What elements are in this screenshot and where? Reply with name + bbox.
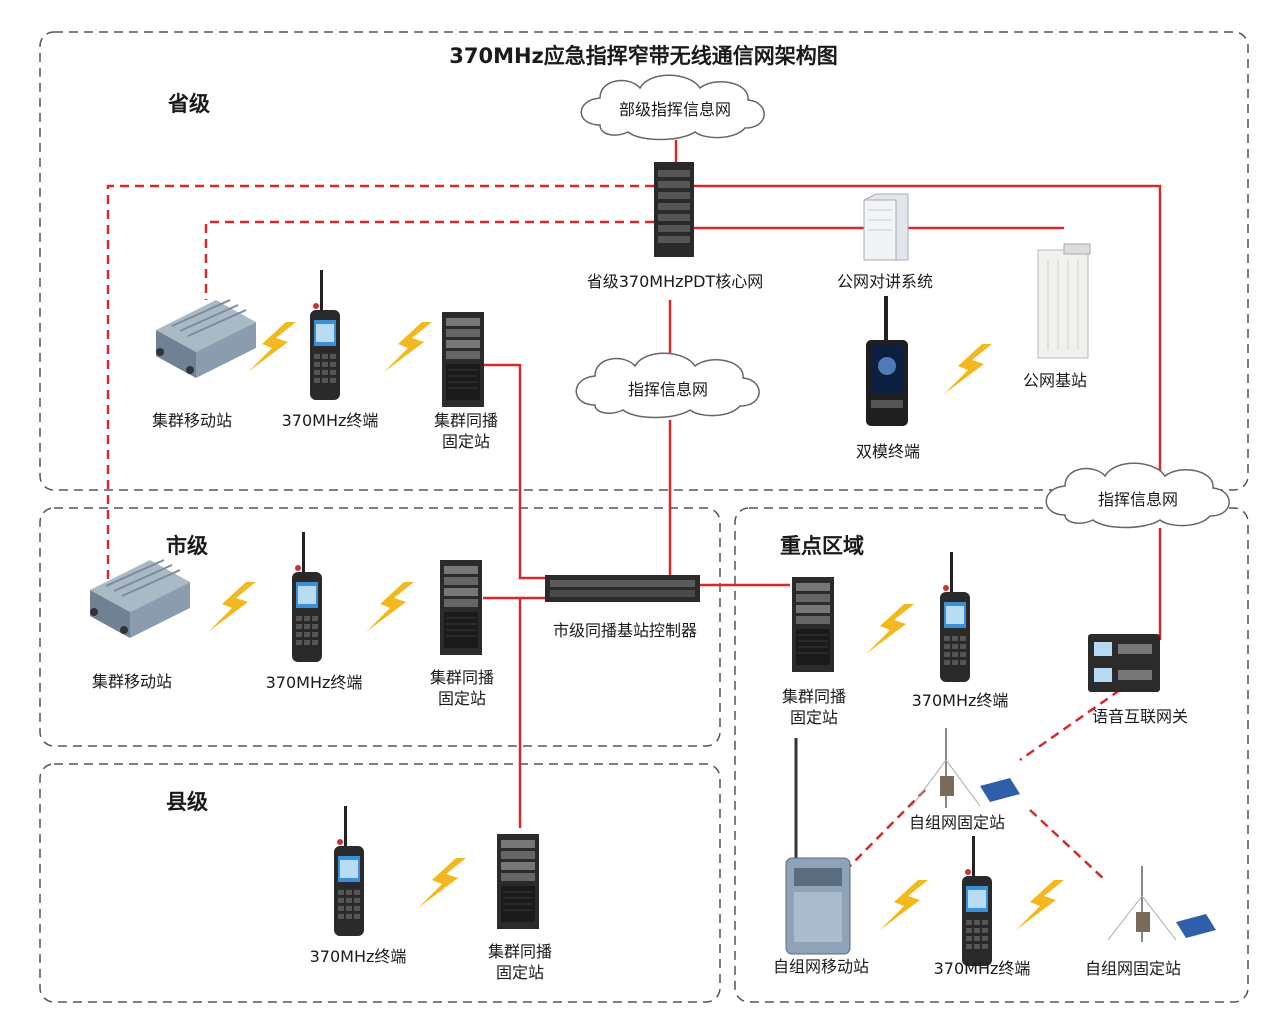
adhoc-mobile-label: 自组网移动站 bbox=[772, 957, 869, 976]
key-terminal-label: 370MHz终端 bbox=[911, 691, 1009, 710]
public-talk-label: 公网对讲系统 bbox=[836, 272, 933, 291]
section-county-label: 县级 bbox=[166, 790, 208, 814]
county-terminal-radio bbox=[334, 806, 364, 936]
key-fixed-station-rack bbox=[791, 576, 835, 673]
cloud-command-net-center-label: 指挥信息网 bbox=[627, 380, 708, 399]
dual-mode-terminal bbox=[866, 296, 908, 426]
prov-mobile-station bbox=[155, 299, 257, 379]
county-fixed-station-rack bbox=[496, 833, 540, 930]
public-bs-label: 公网基站 bbox=[1022, 371, 1087, 390]
city-mobile-station bbox=[89, 559, 191, 639]
adhoc-terminal-label: 370MHz终端 bbox=[933, 959, 1031, 978]
adhoc-fixed-station-1 bbox=[911, 728, 1020, 808]
city-terminal-lightning-icon bbox=[366, 582, 414, 632]
adhoc-terminal-radio bbox=[962, 836, 992, 966]
prov-core-label: 省级370MHzPDT核心网 bbox=[586, 272, 764, 291]
adhoc-terminal-lightning-icon bbox=[1016, 880, 1064, 930]
cloud-ministry-net-label: 部级指挥信息网 bbox=[618, 100, 731, 119]
adhoc-mobile-station bbox=[785, 738, 851, 955]
county-terminal-label: 370MHz终端 bbox=[309, 947, 407, 966]
core-network-rack bbox=[654, 162, 694, 257]
key-fixed-lightning-icon bbox=[866, 604, 914, 654]
city-mobile-label: 集群移动站 bbox=[91, 672, 172, 691]
city-controller-device bbox=[545, 575, 700, 602]
cloud-command-net-right bbox=[1045, 462, 1230, 529]
adhoc-fixed-2-label: 自组网固定站 bbox=[1084, 959, 1181, 978]
public-talk-cabinet bbox=[863, 193, 909, 261]
key-area-region-border bbox=[734, 507, 1249, 1003]
city-terminal-label: 370MHz终端 bbox=[265, 673, 363, 692]
prov-mobile-label: 集群移动站 bbox=[151, 411, 232, 430]
county-fixed-label: 集群同播 固定站 bbox=[487, 942, 552, 982]
province-region-border bbox=[39, 31, 1249, 491]
public-base-station bbox=[1037, 243, 1091, 359]
voice-gateway-device bbox=[1088, 634, 1160, 692]
prov-fixed-label: 集群同播 固定站 bbox=[433, 411, 498, 451]
adhoc-fixed-station-2 bbox=[1107, 866, 1216, 942]
prov-terminal-lightning-icon bbox=[384, 322, 432, 372]
cloud-command-net-center bbox=[575, 352, 760, 419]
prov-terminal-label: 370MHz终端 bbox=[281, 411, 379, 430]
city-mobile-lightning-icon bbox=[208, 582, 256, 632]
key-fixed-label: 集群同播 固定站 bbox=[781, 687, 846, 727]
key-terminal-radio bbox=[940, 552, 970, 682]
county-region-border bbox=[39, 763, 721, 1003]
cloud-command-net-right-label: 指挥信息网 bbox=[1097, 490, 1178, 509]
adhoc-fixed-1-label: 自组网固定站 bbox=[908, 813, 1005, 832]
diagram-title: 370MHz应急指挥窄带无线通信网架构图 bbox=[449, 44, 838, 68]
dual-mode-lightning-icon bbox=[944, 344, 992, 394]
city-terminal-radio bbox=[292, 532, 322, 662]
prov-terminal-radio bbox=[310, 270, 340, 400]
city-controller-label: 市级同播基站控制器 bbox=[552, 621, 697, 640]
city-region-border bbox=[39, 507, 721, 747]
city-fixed-station-rack bbox=[439, 559, 483, 656]
adhoc-mobile-lightning-icon bbox=[880, 880, 928, 930]
prov-fixed-station-rack bbox=[441, 311, 485, 408]
city-fixed-label: 集群同播 固定站 bbox=[429, 668, 494, 708]
county-terminal-lightning-icon bbox=[418, 858, 466, 908]
cloud-ministry-net bbox=[580, 74, 765, 141]
dual-mode-label: 双模终端 bbox=[855, 442, 920, 461]
section-key-area-label: 重点区域 bbox=[780, 534, 864, 558]
solid-links bbox=[483, 140, 1162, 828]
dashed-links bbox=[106, 184, 1121, 881]
voice-gateway-label: 语音互联网关 bbox=[1091, 707, 1188, 726]
section-province-label: 省级 bbox=[168, 92, 210, 116]
section-city-label: 市级 bbox=[166, 534, 208, 558]
